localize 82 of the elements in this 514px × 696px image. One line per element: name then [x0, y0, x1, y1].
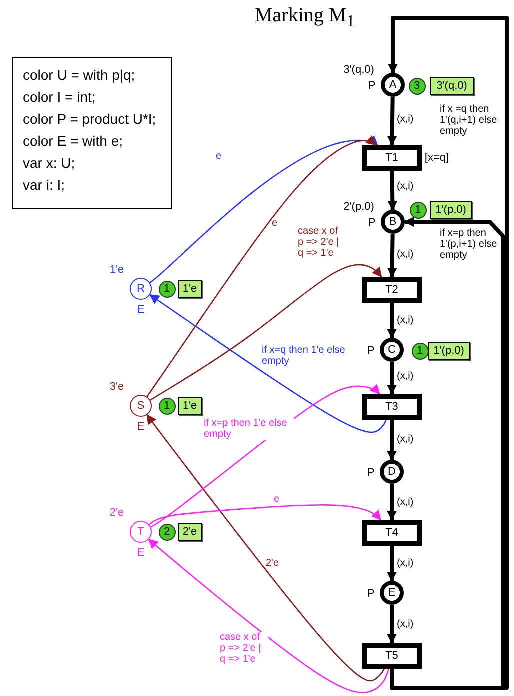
- place-annotation: [x=q]: [424, 152, 450, 164]
- place-annotation: 2'(p,0): [344, 201, 374, 213]
- place-annotation: E: [137, 547, 145, 559]
- marking-label: 3'(q,0): [430, 77, 474, 95]
- transition-box: T4: [362, 520, 422, 546]
- arc-inscription: (x,i): [397, 619, 414, 630]
- arc-inscription: (x,i): [397, 434, 414, 445]
- place-circle: S: [130, 395, 152, 417]
- arc-inscription: (x,i): [397, 371, 414, 382]
- place-circle: D: [380, 460, 404, 484]
- place-annotation: 3'e: [110, 381, 124, 393]
- declaration-line: color U = with p|q;: [23, 66, 136, 85]
- arc-arrow: [149, 294, 387, 434]
- marking-label: 2'e: [178, 523, 202, 541]
- place-annotation: E: [137, 421, 145, 433]
- arc-arrow: [149, 504, 382, 526]
- transition-box: T1: [362, 145, 422, 171]
- arc-inscription: 2'e: [266, 558, 280, 569]
- arc-arrow: [387, 605, 397, 644]
- marking-label: 1'(p,0): [430, 201, 472, 219]
- token-count: 1: [158, 398, 176, 414]
- arc-arrow: [146, 414, 385, 682]
- arc-arrow: [387, 420, 397, 461]
- transition-box: T2: [362, 277, 422, 303]
- place-circle: R: [130, 278, 152, 300]
- token-count: 2: [158, 524, 176, 540]
- arc-inscription: e: [274, 494, 280, 505]
- place-circle: C: [380, 338, 404, 362]
- token-count: 3: [408, 78, 426, 94]
- token-count: 1: [412, 342, 428, 360]
- place-annotation: P: [368, 217, 376, 229]
- arc-inscription: (x,i): [397, 249, 414, 260]
- arc-inscription: if x =q then 1'(q,i+1) else empty: [440, 104, 498, 137]
- place-circle: A: [381, 73, 405, 97]
- arc-arrow: [387, 234, 398, 278]
- marking-label: 1'e: [178, 280, 202, 298]
- declaration-line: color I = int;: [23, 88, 97, 107]
- place-annotation: 2'e: [110, 507, 124, 519]
- arc-arrow: [387, 96, 398, 146]
- arc-arrow: [150, 264, 382, 401]
- place-annotation: P: [367, 345, 375, 357]
- arc-arrow: [388, 170, 398, 211]
- marking-label: 1'e: [178, 397, 202, 415]
- arc-inscription: e: [272, 218, 278, 229]
- place-annotation: P: [367, 588, 375, 600]
- marking-label: 1'(p,0): [428, 342, 470, 360]
- arc-inscription: case x of p => 2'e | q => 1'e: [220, 632, 268, 665]
- transition-box: T5: [362, 643, 422, 669]
- arc-arrow: [388, 16, 509, 690]
- arc-arrow: [390, 217, 505, 690]
- declaration-line: color P = product U*I;: [23, 110, 158, 129]
- arc-arrow: [387, 362, 397, 395]
- place-annotation: 1'e: [110, 264, 124, 276]
- arc-arrow: [150, 135, 378, 284]
- arc-inscription: if x=p then 1'(p,i+1) else empty: [440, 228, 498, 261]
- place-annotation: P: [367, 467, 375, 479]
- arc-inscription: if x=p then 1'e else empty: [204, 418, 294, 440]
- arc-inscription: (x,i): [397, 114, 414, 125]
- place-annotation: 3'(q,0): [344, 64, 374, 76]
- place-circle: T: [130, 521, 152, 543]
- arc-inscription: (x,i): [397, 181, 414, 192]
- transition-box: T3: [362, 394, 422, 420]
- declaration-line: var x: U;: [23, 154, 76, 173]
- arc-arrow: [387, 546, 397, 582]
- arc-inscription: (x,i): [397, 315, 414, 326]
- diagram-title: Marking M$_{1}$: [255, 4, 355, 32]
- arc-inscription: (x,i): [397, 558, 414, 569]
- arc-arrow: [387, 484, 397, 521]
- place-annotation: P: [368, 80, 376, 92]
- token-count: 1: [410, 202, 426, 218]
- declaration-panel: [12, 57, 172, 209]
- place-circle: B: [381, 210, 405, 234]
- arc-arrow: [387, 303, 397, 339]
- arc-arrow: [148, 538, 390, 694]
- token-count: 1: [158, 280, 176, 298]
- declaration-line: color E = with e;: [23, 132, 124, 151]
- declaration-line: var i: I;: [23, 176, 66, 195]
- arc-arrow: [146, 135, 377, 398]
- arc-inscription: e: [216, 151, 222, 162]
- arc-inscription: (x,i): [397, 497, 414, 508]
- place-circle: E: [380, 581, 404, 605]
- place-annotation: E: [137, 304, 145, 316]
